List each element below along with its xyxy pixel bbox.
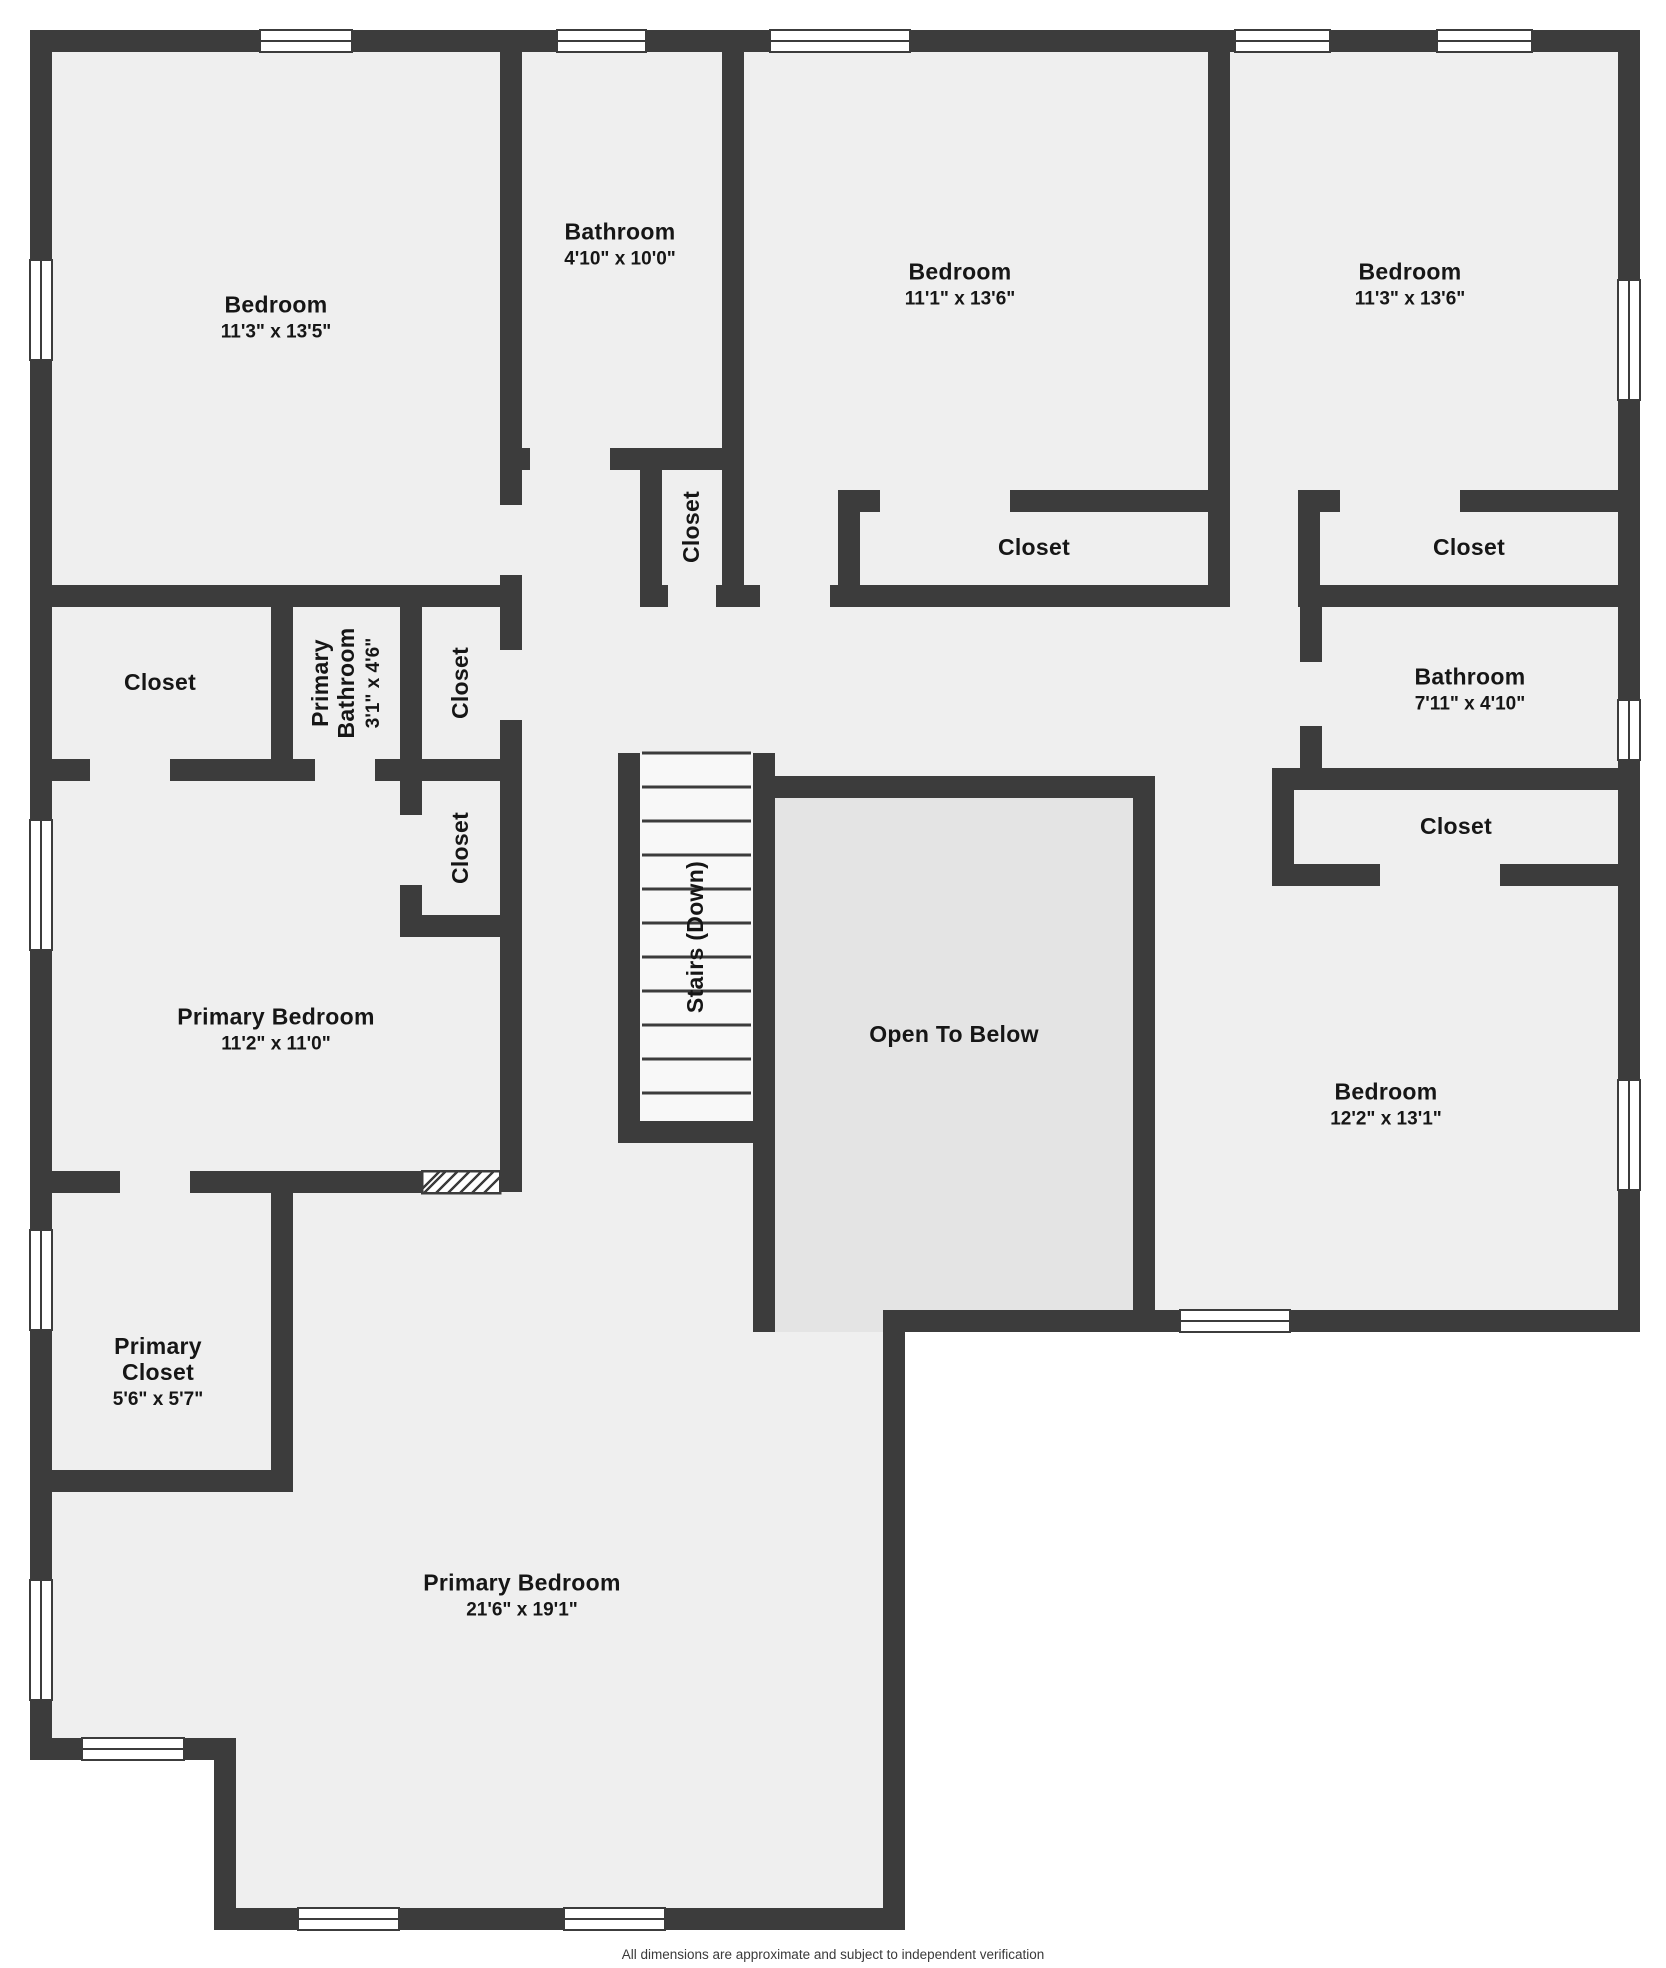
room-label-bedroom-top-left: Bedroom 11'3" x 13'5" (220, 291, 332, 344)
room-dims: 21'6" x 19'1" (466, 1599, 578, 1621)
room-label-closet-left: Closet (123, 669, 197, 696)
room-name: Primary Bathroom (306, 627, 359, 739)
room-label-closet-bedroom-right: Closet (1432, 534, 1506, 561)
hatched-opening (420, 1169, 502, 1195)
room-label-closet-column-lower: Closet (447, 811, 474, 885)
room-name: Closet (997, 534, 1071, 561)
room-name: Primary Bedroom (177, 1003, 375, 1030)
room-name: Bedroom (1334, 1078, 1438, 1105)
room-name: Stairs (Down) (682, 860, 709, 1014)
room-label-primary-bedroom-upper: Primary Bedroom 11'2" x 11'0" (177, 1003, 375, 1056)
stair-treads (642, 751, 751, 1095)
room-label-stairs: Stairs (Down) (682, 860, 709, 1014)
room-label-bedroom-top-right: Bedroom 11'3" x 13'6" (1354, 258, 1466, 311)
room-dims: 11'3" x 13'5" (220, 321, 332, 343)
room-name: Closet (447, 646, 474, 720)
disclaimer-text: All dimensions are approximate and subje… (621, 1947, 1045, 1962)
room-label-closet-right: Closet (1419, 813, 1493, 840)
room-label-open-to-below: Open To Below (869, 1021, 1039, 1048)
room-name: Bedroom (1358, 258, 1462, 285)
room-name: Bedroom (224, 291, 328, 318)
room-name: Closet (678, 490, 705, 564)
room-name: Primary Bedroom (423, 1569, 621, 1596)
room-dims: 11'3" x 13'6" (1354, 288, 1466, 310)
room-name: Bathroom (1414, 663, 1526, 690)
room-name: Primary Closet (114, 1332, 202, 1385)
room-name: Bathroom (564, 218, 676, 245)
room-label-primary-bathroom: Primary Bathroom 3'1" x 4'6" (306, 616, 385, 750)
room-dims: 5'6" x 5'7" (112, 1388, 204, 1410)
room-name: Bedroom (908, 258, 1012, 285)
room-label-closet-column-upper: Closet (447, 646, 474, 720)
room-label-primary-closet: Primary Closet 5'6" x 5'7" (87, 1332, 229, 1411)
room-label-bedroom-right: Bedroom 12'2" x 13'1" (1330, 1078, 1442, 1131)
room-dims: 7'11" x 4'10" (1414, 693, 1526, 715)
room-dims: 3'1" x 4'6" (362, 637, 384, 729)
open-to-below-floor (775, 776, 1155, 1332)
room-name: Closet (1432, 534, 1506, 561)
room-dims: 12'2" x 13'1" (1330, 1108, 1442, 1130)
room-name: Closet (1419, 813, 1493, 840)
room-label-closet-bedroom-middle: Closet (997, 534, 1071, 561)
room-label-closet-hall: Closet (678, 490, 705, 564)
room-name: Closet (123, 669, 197, 696)
room-dims: 11'2" x 11'0" (221, 1033, 331, 1055)
room-label-bedroom-top-middle: Bedroom 11'1" x 13'6" (904, 258, 1016, 311)
room-label-primary-bedroom-main: Primary Bedroom 21'6" x 19'1" (423, 1569, 621, 1622)
room-label-bathroom-top: Bathroom 4'10" x 10'0" (564, 218, 676, 271)
windows (29, 29, 1641, 1931)
room-label-bathroom-right: Bathroom 7'11" x 4'10" (1414, 663, 1526, 716)
room-name: Open To Below (869, 1021, 1039, 1048)
room-dims: 4'10" x 10'0" (564, 248, 676, 270)
room-name: Closet (447, 811, 474, 885)
room-dims: 11'1" x 13'6" (904, 288, 1016, 310)
